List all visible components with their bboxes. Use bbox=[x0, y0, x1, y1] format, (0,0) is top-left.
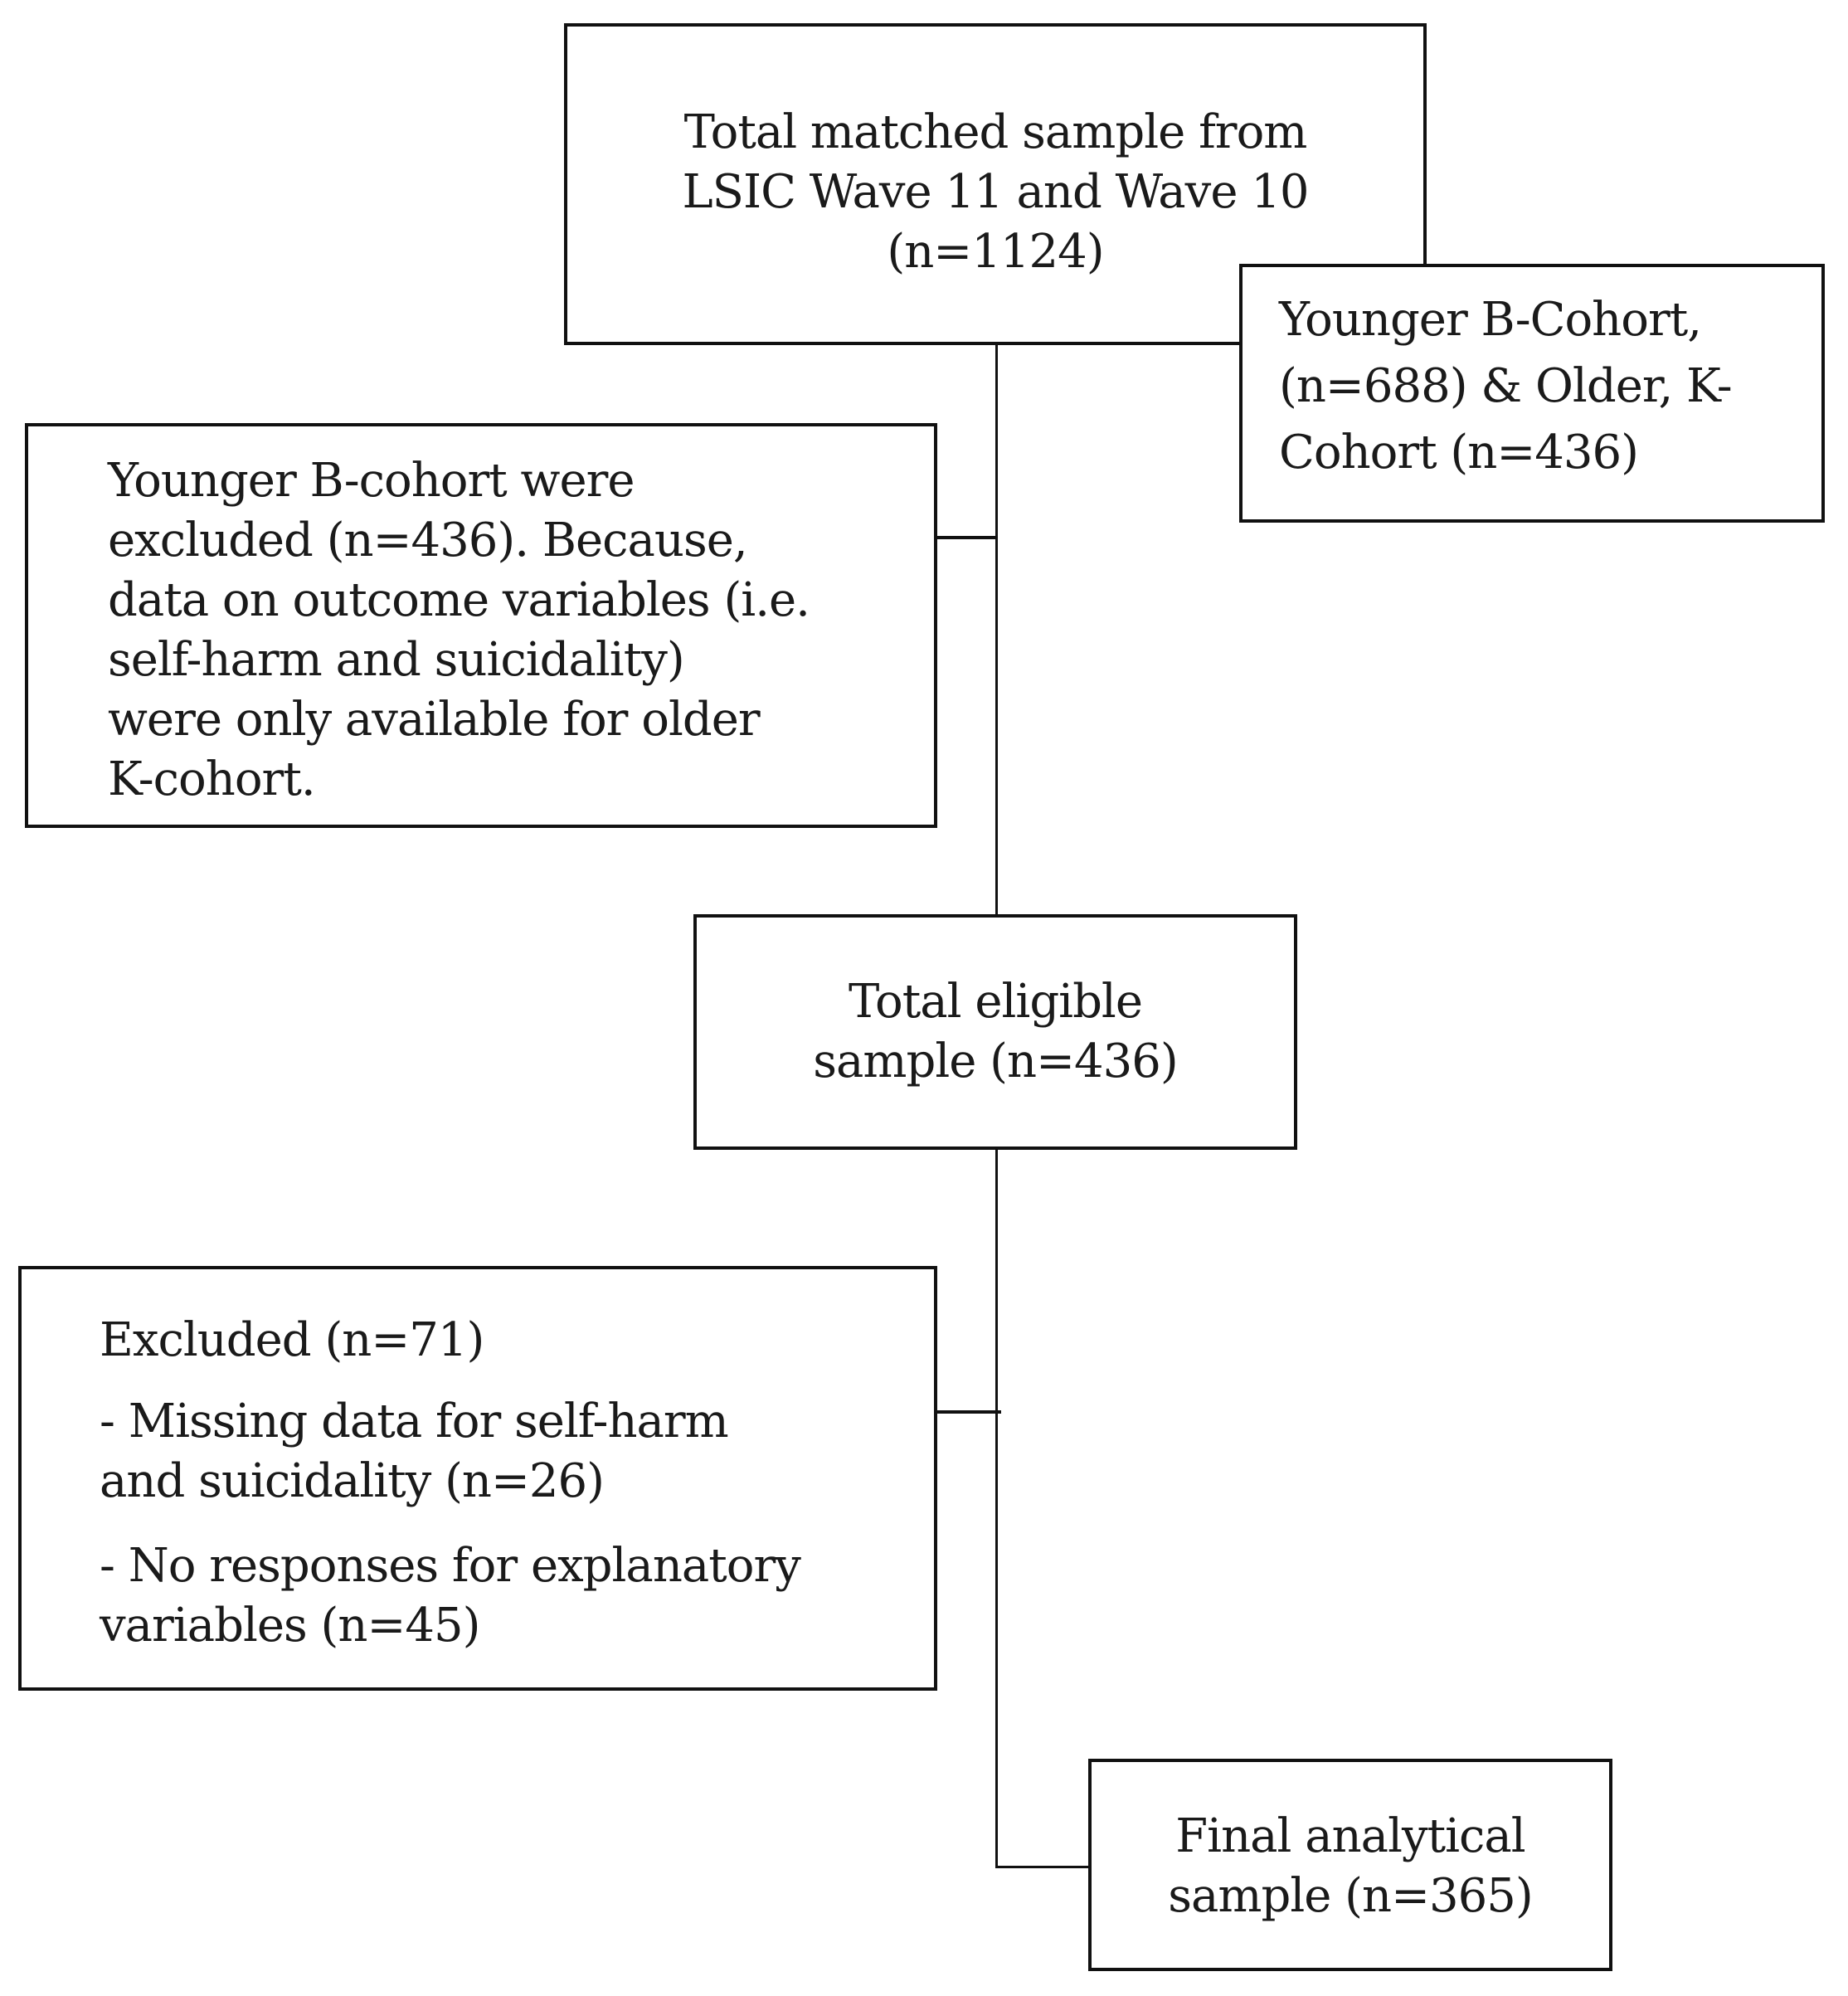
exclusion-first-line-3: data on outcome variables (i.e. bbox=[108, 573, 810, 627]
eligible-sample-text: Total eligible sample (n=436) bbox=[697, 972, 1294, 1092]
final-sample-text: Final analytical sample (n=365) bbox=[1092, 1807, 1609, 1926]
connector-main-lower bbox=[995, 1150, 998, 1868]
connector-final bbox=[995, 1866, 1090, 1868]
connector-main-upper bbox=[995, 345, 998, 914]
final-line-1: Final analytical bbox=[1175, 1809, 1525, 1863]
connector-exclusion-first bbox=[935, 536, 997, 539]
final-sample-box: Final analytical sample (n=365) bbox=[1088, 1759, 1612, 1971]
final-line-2: sample (n=365) bbox=[1168, 1869, 1534, 1923]
eligible-line-1: Total eligible bbox=[849, 975, 1143, 1029]
exclusion-second-item2-line1: - No responses for explanatory bbox=[100, 1539, 801, 1593]
exclusion-first-line-1: Younger B-cohort were bbox=[108, 454, 635, 508]
eligible-sample-box: Total eligible sample (n=436) bbox=[693, 914, 1297, 1150]
total-matched-line-3: (n=1124) bbox=[887, 225, 1104, 279]
cohorts-text: Younger B-Cohort, (n=688) & Older, K- Co… bbox=[1279, 287, 1733, 486]
exclusion-second-item1-line2: and suicidality (n=26) bbox=[100, 1454, 605, 1508]
exclusion-first-line-5: were only available for older bbox=[108, 693, 761, 747]
cohorts-line-2: (n=688) & Older, K- bbox=[1279, 359, 1733, 413]
exclusion-second-item2-line2: variables (n=45) bbox=[100, 1599, 480, 1653]
total-matched-line-2: LSIC Wave 11 and Wave 10 bbox=[682, 165, 1309, 219]
exclusion-younger-cohort-text: Younger B-cohort were excluded (n=436). … bbox=[108, 451, 810, 810]
total-matched-sample-text: Total matched sample from LSIC Wave 11 a… bbox=[567, 103, 1423, 282]
exclusion-second-header: Excluded (n=71) bbox=[100, 1313, 484, 1367]
exclusion-missing-data-text: Excluded (n=71) - Missing data for self-… bbox=[100, 1311, 801, 1656]
eligible-line-2: sample (n=436) bbox=[813, 1035, 1179, 1088]
cohorts-line-1: Younger B-Cohort, bbox=[1279, 293, 1702, 347]
cohorts-line-3: Cohort (n=436) bbox=[1279, 426, 1639, 480]
total-matched-line-1: Total matched sample from bbox=[683, 105, 1308, 159]
exclusion-first-line-4: self-harm and suicidality) bbox=[108, 633, 685, 687]
connector-exclusion-second bbox=[935, 1410, 1001, 1414]
cohorts-box: Younger B-Cohort, (n=688) & Older, K- Co… bbox=[1239, 264, 1825, 523]
exclusion-first-line-6: K-cohort. bbox=[108, 752, 316, 806]
exclusion-younger-cohort-box: Younger B-cohort were excluded (n=436). … bbox=[25, 423, 937, 828]
exclusion-missing-data-box: Excluded (n=71) - Missing data for self-… bbox=[18, 1266, 937, 1691]
exclusion-second-item1-line1: - Missing data for self-harm bbox=[100, 1395, 729, 1448]
exclusion-first-line-2: excluded (n=436). Because, bbox=[108, 514, 748, 567]
